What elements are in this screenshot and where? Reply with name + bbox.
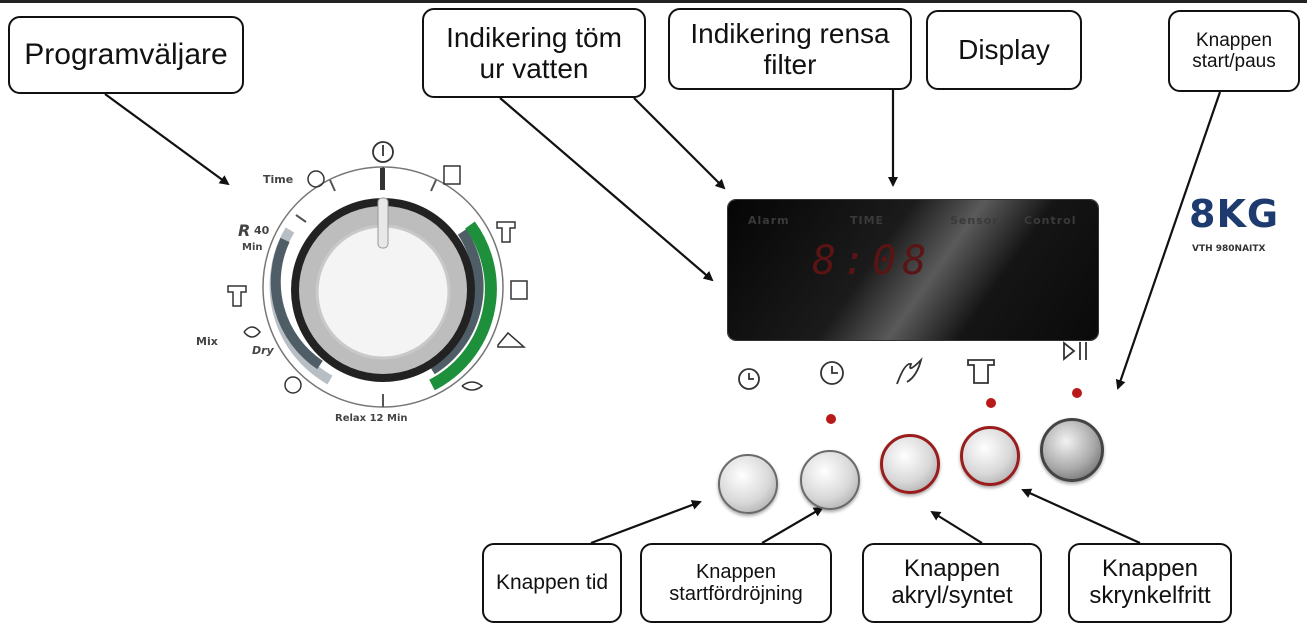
shirt-icon [496,221,516,243]
clock-icon [738,368,760,390]
led-start-paus [1072,388,1082,398]
dial-label-dry: Dry [252,344,275,357]
dial-arc-active [429,221,497,391]
callout-rensa-filter: Indikering rensa filter [668,8,912,90]
program-icon-cotton [443,165,461,185]
arrow-tom-vatten [499,97,714,282]
play-pause-icon [1063,341,1076,361]
anti-crease-icon [967,359,995,384]
callout-start-paus: Knappen start/paus [1168,10,1300,92]
time-button[interactable] [718,454,778,514]
delay-start-button[interactable] [800,450,860,510]
callout-programvaljare: Programväljare [8,16,244,94]
arrow-rensa-filter [633,97,726,190]
display-label-sensor: Sensor [950,214,999,227]
dial-label-time: Time [263,173,293,186]
arrow-start-paus [1115,91,1222,390]
shirt-icon-2 [227,285,247,307]
program-dial[interactable]: Time R 40 Min Mix Dry Relax 12 Min [196,141,528,424]
delay-start-icon [820,361,844,385]
power-off-icon [372,141,394,163]
anti-crease-button[interactable] [960,426,1020,486]
dial-segment-right [429,229,484,375]
callout-display: Display [926,10,1082,90]
display-label-time: TIME [850,214,885,227]
synthetic-icon [896,357,923,385]
display-label-control: Control [1024,214,1077,227]
callout-arrows [104,90,1222,545]
callout-startfordrojning: Knappen startfördröjning [640,543,832,623]
dial-label-relax: Relax 12 Min [335,413,408,424]
model-number: VTH 980NAITX [1192,244,1266,254]
dial-pointer [377,197,389,249]
wool-icon [284,376,302,394]
display-label-alarm: Alarm [748,214,790,227]
top-border [0,0,1307,3]
iron-icon [461,381,484,391]
dial-label-40: 40 [254,224,270,237]
synthetic-button[interactable] [880,434,940,494]
arrow-skrynkelfritt [1021,488,1141,545]
dial-segment-left [270,237,323,370]
dial-off-marker [380,168,385,190]
dial-label-min: Min [242,242,263,253]
dial-label-mix: Mix [196,335,218,348]
hanger-icon [497,331,526,348]
arrow-programvaljare [104,93,230,186]
arrow-tid [590,500,702,545]
display-digits: 8:08 [812,238,933,284]
led-skrynkelfritt [986,398,996,408]
led-startfordrojning [826,414,836,424]
lcd-display: Alarm TIME Sensor Control 8:08 [728,200,1098,340]
callout-tid: Knappen tid [482,543,622,623]
callout-akryl: Knappen akryl/syntet [862,543,1042,623]
callout-skrynkelfritt: Knappen skrynkelfritt [1068,543,1232,623]
mix-dry-icon [243,326,261,338]
dial-label-r: R [238,221,250,240]
timer-icon [307,170,325,188]
capacity-logo: 8KG [1189,192,1280,236]
callout-tom-vatten: Indikering töm ur vatten [422,8,646,98]
start-pause-button[interactable] [1040,418,1104,482]
arrow-akryl [930,510,983,544]
program-icon-outerwear [510,280,528,300]
arrow-startfordrojning [761,506,824,544]
